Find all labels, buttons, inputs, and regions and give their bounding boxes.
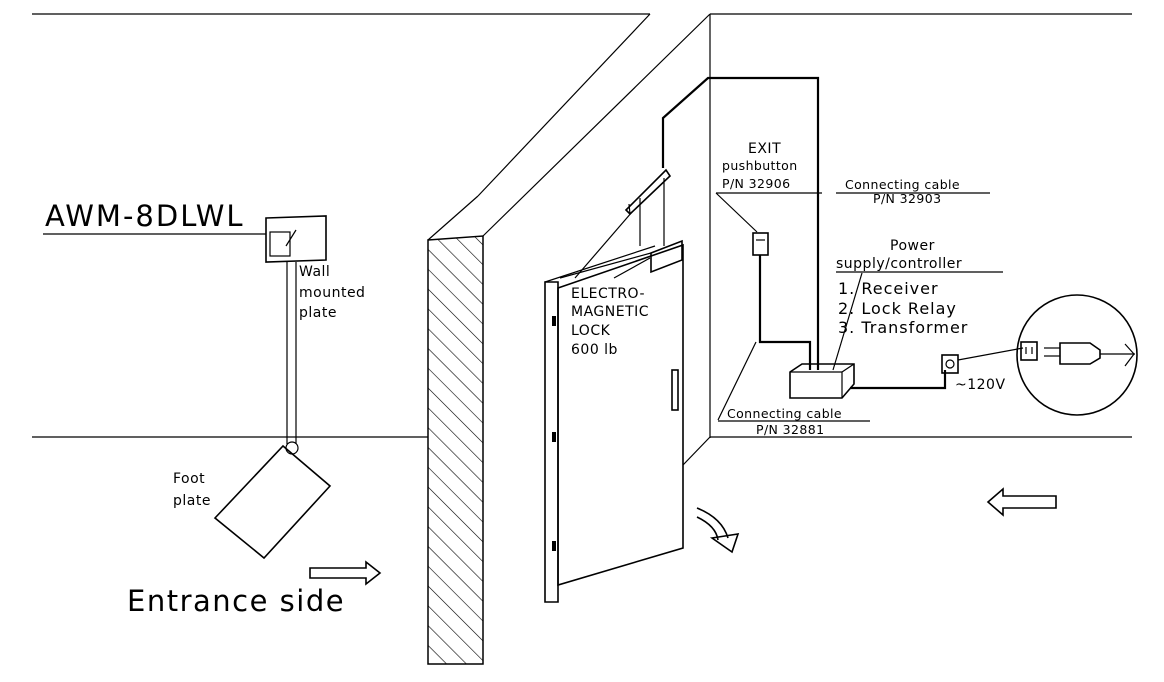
power-item-3: 3. Transformer (838, 318, 968, 337)
label-lines (43, 192, 1003, 422)
outlet-plug-detail (941, 294, 1138, 416)
door (544, 243, 684, 603)
exit-label-1: EXIT (748, 141, 781, 157)
door-swing-arrow (696, 507, 729, 539)
foot-plate-label-2: plate (173, 493, 211, 509)
room-outline (32, 13, 1132, 466)
cable-top-label-2: P/N 32903 (873, 191, 941, 206)
foot-plate-label-1: Foot (173, 471, 205, 487)
power-supply-box (789, 272, 863, 399)
exit-arrow (986, 487, 1057, 517)
cable-bottom-label-2: P/N 32881 (756, 422, 824, 437)
exit-label-2: pushbutton (722, 158, 798, 173)
cables (661, 76, 947, 421)
mains-label: ~120V (955, 377, 1006, 393)
exit-label-3: P/N 32906 (722, 176, 790, 191)
lock-label-1: ELECTRO- (571, 286, 645, 302)
foot-plate (213, 444, 332, 560)
lock-label-4: 600 lb (571, 342, 618, 358)
power-label-2: supply/controller (836, 256, 962, 272)
entrance-arrow (309, 560, 382, 586)
door-handle (671, 369, 679, 411)
wall-plate-label-2: mounted (299, 285, 365, 301)
entrance-label: Entrance side (127, 584, 345, 618)
power-label-1: Power (890, 238, 935, 254)
cable-top-label-1: Connecting cable (845, 177, 960, 192)
power-item-1: 1. Receiver (838, 279, 939, 298)
wall-section (427, 195, 484, 665)
exit-pushbutton (715, 192, 769, 256)
electromagnetic-lock (559, 168, 683, 279)
model-label: AWM-8DLWL (45, 199, 245, 233)
wall-plate-label-1: Wall (299, 264, 330, 280)
lock-label-2: MAGNETIC (571, 304, 649, 320)
cable-bottom-label-1: Connecting cable (727, 406, 842, 421)
wall-plate-label-3: plate (299, 305, 337, 321)
door-hinge (552, 541, 556, 551)
lock-label-3: LOCK (571, 323, 611, 339)
door-hinge (552, 316, 556, 326)
wall-plate-button (269, 231, 291, 257)
door-hinge (552, 432, 556, 442)
foot-plate-assembly (213, 215, 332, 560)
direction-arrows (309, 487, 1057, 586)
wall-plate (265, 215, 327, 263)
power-item-2: 2. Lock Relay (838, 299, 957, 318)
